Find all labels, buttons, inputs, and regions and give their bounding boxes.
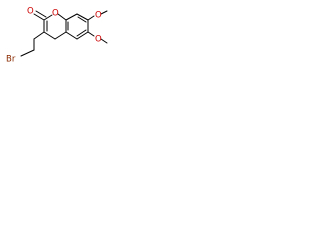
bond [33, 13, 45, 21]
bond [35, 10, 47, 18]
bond [43, 31, 56, 40]
bond [65, 31, 78, 40]
bromine-label: Br [6, 55, 16, 65]
methoxy-oxygen-upper-label: O [95, 11, 102, 21]
bond [20, 49, 35, 57]
bond [100, 10, 108, 15]
bond [33, 31, 45, 40]
bond [57, 13, 67, 21]
bond [87, 15, 95, 21]
ring-oxygen-label: O [52, 9, 59, 19]
structure-canvas: O O O O Br [0, 0, 109, 79]
bond [65, 13, 78, 21]
bond [87, 31, 95, 37]
bond [54, 31, 67, 40]
molecule-structure: O O O O Br [6, 7, 108, 65]
bond [100, 38, 108, 44]
bond [76, 31, 89, 40]
methoxy-oxygen-lower-label: O [95, 35, 102, 45]
bond [76, 13, 89, 21]
carbonyl-oxygen-label: O [27, 7, 34, 17]
bond [76, 29, 87, 37]
bond [43, 14, 53, 21]
bond [77, 16, 87, 23]
